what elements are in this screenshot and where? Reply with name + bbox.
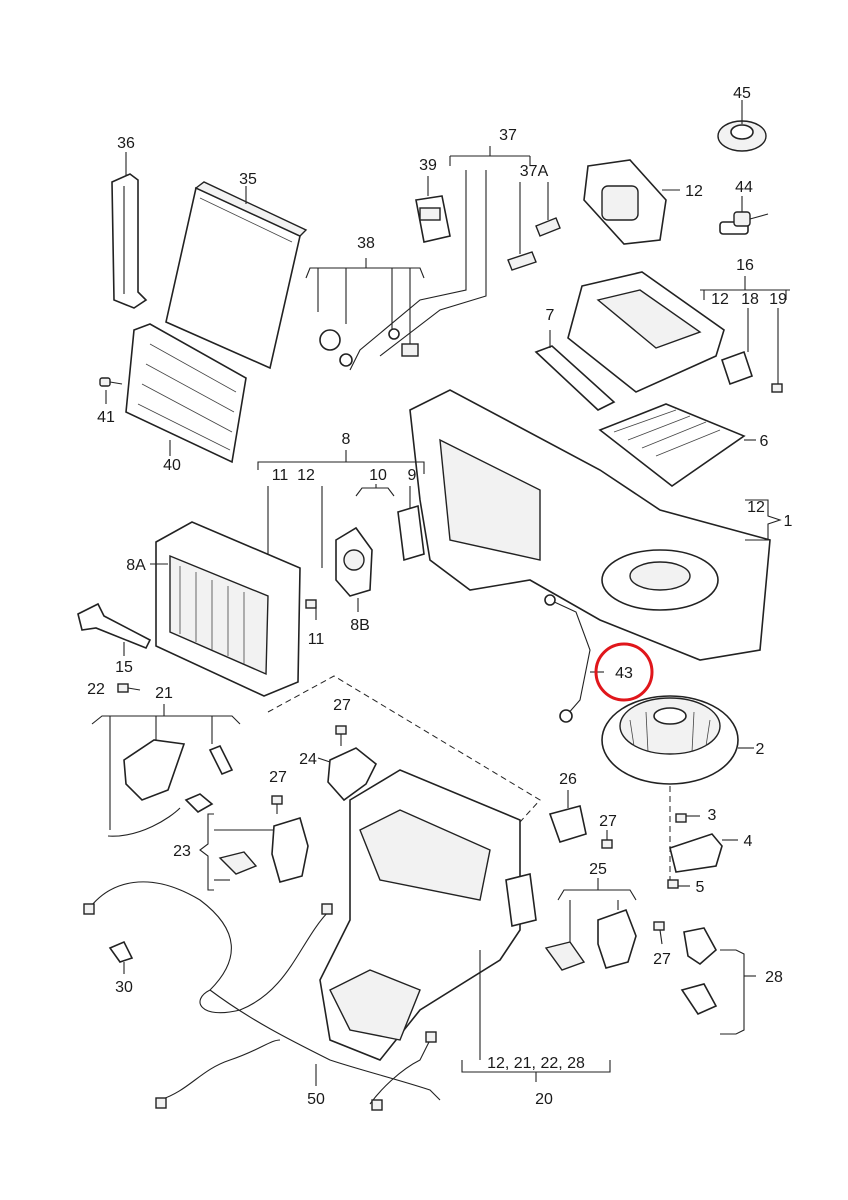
callout-12-flap: 12: [711, 291, 729, 308]
part-43-drain-hose: [544, 594, 604, 723]
callout-12-gasket: 12: [685, 183, 703, 200]
callout-25: 25: [589, 861, 607, 878]
part-40-heater-core: [125, 323, 247, 464]
callout-12-housing: 12: [747, 499, 765, 516]
part-16-flap-housing: [567, 271, 790, 393]
callout-8: 8: [342, 431, 351, 448]
part-27-bolt-b: [271, 795, 283, 814]
part-4-cover: [669, 833, 738, 873]
part-6-cabin-filter: [598, 403, 756, 487]
callout-12-8: 12: [297, 467, 315, 484]
part-23-servo: [199, 813, 309, 891]
callout-23: 23: [173, 843, 191, 860]
callout-20: 20: [535, 1091, 553, 1108]
part-22-bolt: [117, 683, 141, 693]
callout-38: 38: [357, 235, 375, 252]
callout-35: 35: [239, 171, 257, 188]
part-38-fittings: [305, 258, 425, 367]
callout-8a: 8A: [126, 557, 146, 574]
callout-15: 15: [115, 659, 133, 676]
callout-26: 26: [559, 771, 577, 788]
callout-21: 21: [155, 685, 173, 702]
callout-39: 39: [419, 157, 437, 174]
part-12-gasket: [583, 159, 680, 245]
callout-8b: 8B: [350, 617, 370, 634]
callout-50: 50: [307, 1091, 325, 1108]
part-39-valve-block: [415, 176, 451, 243]
part-25-servo: [544, 878, 637, 971]
part-44-connector: [719, 196, 769, 235]
part-27-bolt-c: [601, 830, 613, 849]
callout-40: 40: [163, 457, 181, 474]
part-8-bracket: [257, 450, 425, 568]
callout-10: 10: [369, 467, 387, 484]
part-8b-cover: [335, 526, 373, 612]
part-2-blower-motor: [601, 695, 754, 785]
part-8a-evaporator-box: [150, 521, 301, 697]
part-3-screw: [675, 813, 700, 823]
part-45-cap: [717, 100, 767, 152]
callout-27b: 27: [269, 769, 287, 786]
callout-36: 36: [117, 135, 135, 152]
callout-20-group: 12, 21, 22, 28: [487, 1055, 585, 1072]
callout-27d: 27: [653, 951, 671, 968]
part-5-screw: [667, 879, 690, 889]
part-27-bolt-d: [653, 921, 665, 945]
callout-5: 5: [696, 879, 705, 896]
part-30-connector: [108, 940, 134, 974]
callout-28: 28: [765, 969, 783, 986]
callout-41: 41: [97, 409, 115, 426]
callout-27c: 27: [599, 813, 617, 830]
callout-30: 30: [115, 979, 133, 996]
part-15-sensor: [77, 602, 152, 656]
part-21-linkage: [91, 704, 241, 837]
callout-24: 24: [299, 751, 317, 768]
callout-37a: 37A: [520, 163, 549, 180]
part-26-bracket: [548, 790, 587, 843]
callout-7: 7: [546, 307, 555, 324]
callout-3: 3: [708, 807, 717, 824]
callout-6: 6: [760, 433, 769, 450]
part-1-main-housing: [409, 389, 782, 661]
callout-37: 37: [499, 127, 517, 144]
part-11-bolt: [305, 599, 317, 620]
part-36-frame: [111, 152, 148, 309]
callout-11-bottom: 11: [308, 631, 325, 648]
callout-11-top: 11: [272, 467, 289, 484]
callout-45: 45: [733, 85, 751, 102]
callout-16: 16: [736, 257, 754, 274]
group-outline-dashed: [267, 675, 541, 823]
callout-2: 2: [756, 741, 765, 758]
callout-19: 19: [769, 291, 787, 308]
part-24-actuator: [317, 747, 378, 802]
callout-4: 4: [744, 833, 753, 850]
callout-22: 22: [87, 681, 105, 698]
part-50-wiring-harness: [83, 881, 441, 1111]
part-41-bolt: [99, 377, 123, 404]
callout-43: 43: [615, 665, 633, 682]
callout-27a: 27: [333, 697, 351, 714]
part-35-evaporator: [165, 181, 308, 370]
highlight-circle-43: [594, 642, 654, 702]
part-9-expansion-valve: [397, 504, 425, 562]
part-7-seal: [534, 330, 616, 411]
callout-1: 1: [784, 513, 793, 530]
callout-18: 18: [741, 291, 759, 308]
part-27-bolt-a: [335, 725, 347, 746]
callout-9: 9: [408, 467, 417, 484]
part-28-sensors: [680, 927, 756, 1035]
part-20-lower-housing: [319, 769, 537, 1061]
callout-44: 44: [735, 179, 753, 196]
